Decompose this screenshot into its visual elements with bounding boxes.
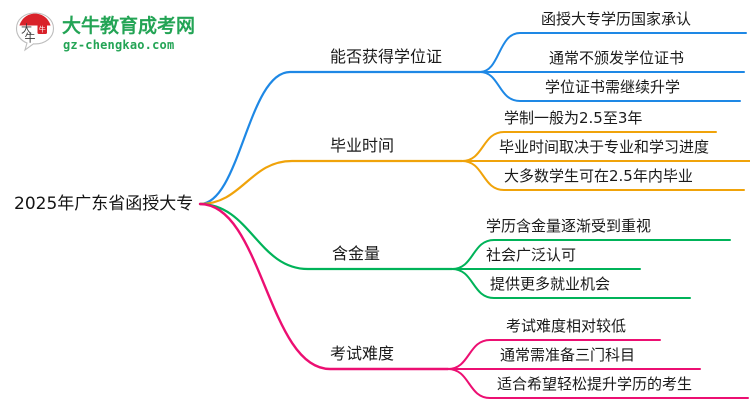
svg-text:牛: 牛 bbox=[39, 25, 46, 34]
leaf-node-orange-3[interactable]: 大多数学生可在2.5年内毕业 bbox=[504, 167, 693, 185]
leaf-node-blue-1[interactable]: 函授大专学历国家承认 bbox=[541, 10, 692, 28]
edge-group-pink bbox=[198, 202, 749, 399]
leaf-node-pink-2[interactable]: 通常需准备三门科目 bbox=[500, 346, 636, 364]
branch-node-degree-certificate[interactable]: 能否获得学位证 bbox=[330, 47, 443, 66]
leaf-node-pink-1[interactable]: 考试难度相对较低 bbox=[506, 317, 627, 335]
logo-url: gz-chengkao.com bbox=[63, 38, 175, 52]
leaf-node-blue-3[interactable]: 学位证书需继续升学 bbox=[545, 78, 681, 96]
edge-group-orange bbox=[198, 131, 750, 206]
leaf-node-pink-3[interactable]: 适合希望轻松提升学历的考生 bbox=[497, 375, 693, 393]
branch-node-value[interactable]: 含金量 bbox=[332, 244, 381, 263]
mindmap-root-node[interactable]: 2025年广东省函授大专 bbox=[14, 194, 194, 214]
svg-text:大: 大 bbox=[21, 22, 32, 36]
site-logo: 牛 大 牛 大牛教育成考网 gz-chengkao.com bbox=[14, 8, 224, 54]
edge-group-blue bbox=[198, 32, 747, 206]
leaf-node-blue-2[interactable]: 通常不颁发学位证书 bbox=[549, 49, 685, 67]
leaf-node-green-3[interactable]: 提供更多就业机会 bbox=[490, 275, 611, 293]
leaf-node-green-2[interactable]: 社会广泛认可 bbox=[486, 246, 577, 264]
leaf-node-orange-1[interactable]: 学制一般为2.5至3年 bbox=[504, 109, 643, 127]
branch-node-exam-difficulty[interactable]: 考试难度 bbox=[330, 344, 395, 363]
branch-node-graduation-time[interactable]: 毕业时间 bbox=[330, 136, 395, 155]
svg-text:牛: 牛 bbox=[25, 31, 36, 45]
daniu-logo-icon: 牛 大 牛 bbox=[15, 12, 55, 52]
logo-brand-name: 大牛教育成考网 bbox=[62, 15, 196, 37]
leaf-node-green-1[interactable]: 学历含金量逐渐受到重视 bbox=[486, 217, 652, 235]
edge-group-green bbox=[198, 202, 731, 299]
leaf-node-orange-2[interactable]: 毕业时间取决于专业和学习进度 bbox=[499, 138, 710, 156]
